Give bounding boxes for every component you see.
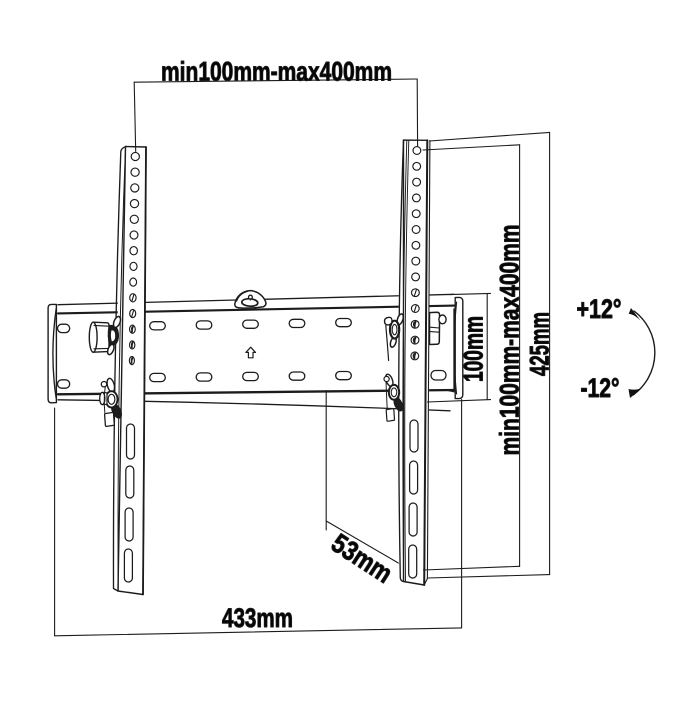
svg-text:min100mm-max400mm: min100mm-max400mm: [161, 57, 392, 87]
svg-text:+12°: +12°: [577, 294, 622, 324]
svg-text:425mm: 425mm: [525, 312, 555, 376]
svg-text:-12°: -12°: [581, 373, 620, 403]
svg-text:min100mm-max400mm: min100mm-max400mm: [495, 225, 525, 456]
svg-text:100mm: 100mm: [459, 316, 489, 382]
svg-text:433mm: 433mm: [222, 603, 293, 633]
